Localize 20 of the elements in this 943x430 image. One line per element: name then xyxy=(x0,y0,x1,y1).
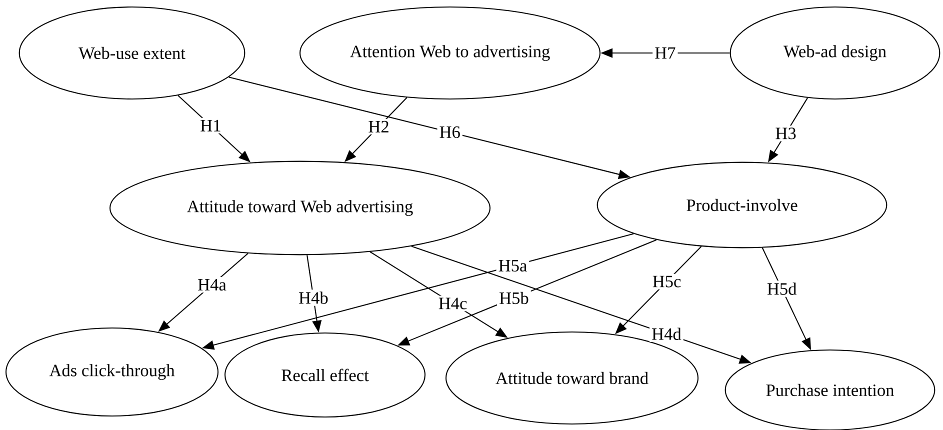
ellipse-node: Product-involve xyxy=(596,162,888,248)
edge-label: H4b xyxy=(299,292,328,304)
ellipse-node: Attention Web to advertising xyxy=(299,6,601,100)
edge-label: H4c xyxy=(438,298,467,310)
edge-label: H7 xyxy=(655,47,676,59)
ellipse-node: Web-ad design xyxy=(730,6,940,100)
edge-label: H2 xyxy=(368,120,388,132)
edge-label: H4d xyxy=(652,328,682,340)
edge-label: H5d xyxy=(767,282,797,295)
edge-label: H5b xyxy=(500,292,528,304)
edge-label: H5c xyxy=(652,276,681,288)
edge-label: H6 xyxy=(440,126,460,138)
ellipse-node: Attitude toward Web advertising xyxy=(109,160,491,256)
ellipse-node: Ads click-through xyxy=(5,327,219,417)
edge-label: H4a xyxy=(198,278,226,291)
edge-label: H5a xyxy=(498,260,527,272)
ellipse-node: Recall effect xyxy=(224,332,426,418)
ellipse-node: Web-use extent xyxy=(18,6,246,100)
edge-label: H1 xyxy=(200,120,220,132)
edge-label: H3 xyxy=(776,128,796,140)
